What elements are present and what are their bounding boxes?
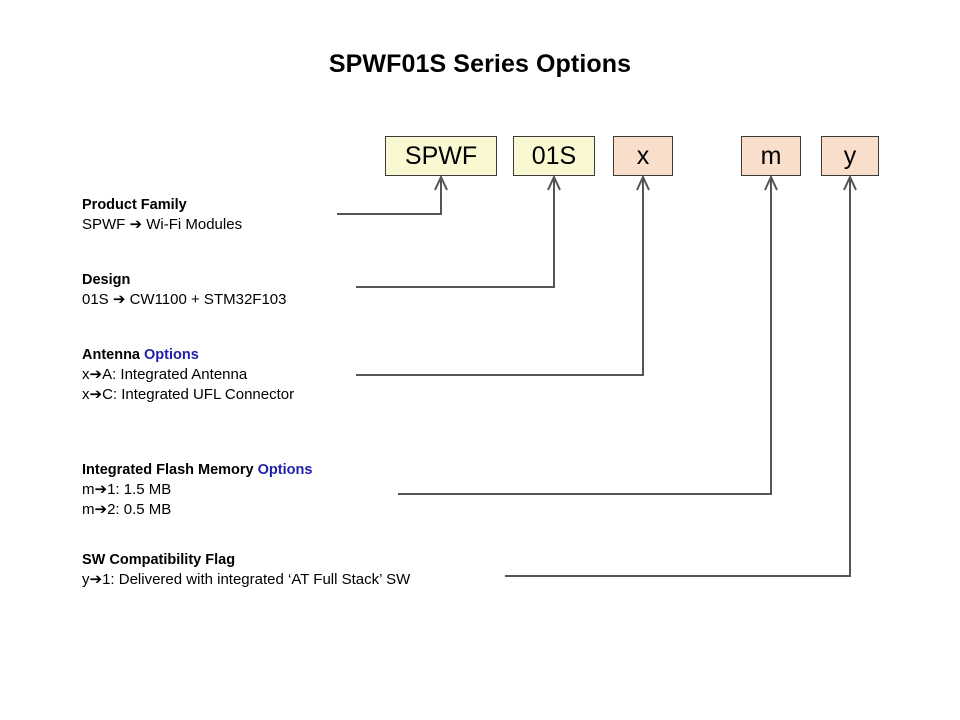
legend-design-title: Design: [82, 271, 286, 290]
connector-sw-flag-arrowhead: [843, 174, 857, 191]
legend-sw-compatibility-flag-line-1: y➔1: Delivered with integrated ‘AT Full …: [82, 571, 411, 588]
legend-product-family: Product Family SPWF ➔ Wi-Fi Modules: [82, 196, 242, 235]
legend-sw-compatibility-flag-title: SW Compatibility Flag: [82, 551, 410, 570]
part-number-box-m-label: m: [760, 141, 782, 170]
part-number-box-spwf[interactable]: SPWF: [385, 136, 497, 176]
legend-antenna-options-line-1: x➔A: Integrated Antenna: [82, 366, 248, 383]
part-number-box-spwf-label: SPWF: [404, 141, 478, 170]
part-number-box-x[interactable]: x: [613, 136, 673, 176]
page-title: SPWF01S Series Options: [328, 50, 632, 78]
legend-flash-memory-options-title-text: Integrated Flash Memory: [82, 462, 258, 478]
connector-design: [356, 174, 561, 288]
legend-sw-compatibility-flag: SW Compatibility Flag y➔1: Delivered wit…: [82, 551, 410, 590]
legend-flash-memory-options-line-2: m➔2: 0.5 MB: [82, 501, 172, 518]
legend-antenna-options-line-2: x➔C: Integrated UFL Connector: [82, 386, 295, 403]
connector-design-arrowhead: [547, 174, 561, 191]
legend-antenna-options-title: Antenna Options: [82, 346, 294, 365]
legend-product-family-title: Product Family: [82, 196, 242, 215]
connector-antenna: [356, 174, 650, 376]
part-number-box-x-label: x: [636, 141, 650, 170]
part-number-box-01s[interactable]: 01S: [513, 136, 595, 176]
legend-product-family-title-text: Product Family: [82, 197, 187, 213]
legend-antenna-options-title-text: Antenna: [82, 347, 145, 363]
legend-design-line-1: 01S ➔ CW1100 + STM32F103: [82, 291, 287, 308]
legend-antenna-options-title-highlight: Options: [144, 347, 199, 363]
connector-product-family: [337, 174, 448, 215]
legend-flash-memory-options: Integrated Flash Memory Options m➔1: 1.5…: [82, 461, 312, 520]
legend-flash-memory-options-title-highlight: Options: [257, 462, 313, 478]
legend-flash-memory-options-line-1: m➔1: 1.5 MB: [82, 481, 172, 498]
part-number-box-y-label: y: [843, 141, 857, 170]
legend-flash-memory-options-title: Integrated Flash Memory Options: [82, 461, 312, 480]
part-number-box-y[interactable]: y: [821, 136, 879, 176]
part-number-box-m[interactable]: m: [741, 136, 801, 176]
part-number-box-01s-label: 01S: [531, 141, 577, 170]
connector-flash-memory: [398, 174, 778, 495]
connector-antenna-arrowhead: [636, 174, 650, 191]
legend-sw-compatibility-flag-title-text: SW Compatibility Flag: [82, 552, 236, 568]
legend-antenna-options: Antenna Options x➔A: Integrated Antenna …: [82, 346, 294, 405]
connector-flash-memory-arrowhead: [764, 174, 778, 191]
connector-product-family-arrowhead: [434, 174, 448, 191]
legend-product-family-line-1: SPWF ➔ Wi-Fi Modules: [82, 216, 243, 233]
connector-sw-flag: [505, 174, 857, 577]
legend-design-title-text: Design: [82, 272, 131, 288]
legend-design: Design 01S ➔ CW1100 + STM32F103: [82, 271, 286, 310]
